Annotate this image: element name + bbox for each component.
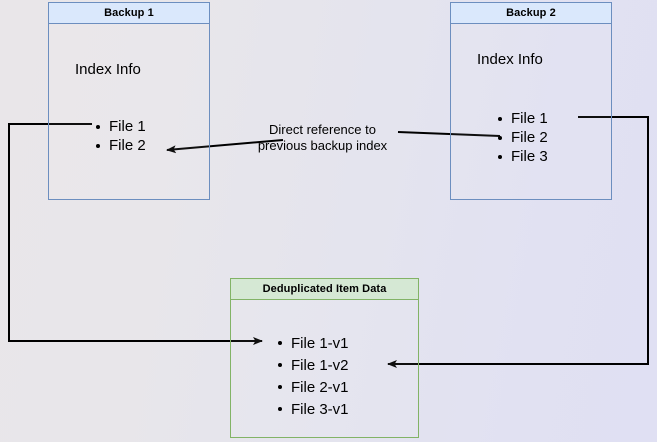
list-item: File 1	[498, 109, 548, 128]
list-item: File 3	[498, 147, 548, 166]
list-item: File 1-v1	[278, 333, 349, 355]
backup2-file-list: File 1 File 2 File 3	[498, 109, 548, 166]
direct-reference-annotation: Direct reference to previous backup inde…	[245, 122, 400, 154]
backup2-index-info-label: Index Info	[477, 51, 543, 68]
list-item: File 3-v1	[278, 399, 349, 421]
list-item: File 2	[96, 136, 146, 155]
dedup-file-list: File 1-v1 File 1-v2 File 2-v1 File 3-v1	[278, 333, 349, 421]
direct-reference-line-2: previous backup index	[257, 138, 388, 153]
list-item: File 2	[498, 128, 548, 147]
list-item: File 1	[96, 117, 146, 136]
backup2-header: Backup 2	[451, 3, 611, 24]
list-item: File 1-v2	[278, 355, 349, 377]
backup1-file-list: File 1 File 2	[96, 117, 146, 155]
backup1-header: Backup 1	[49, 3, 209, 24]
backup1-box[interactable]: Backup 1 Index Info File 1 File 2	[48, 2, 210, 200]
deduplicated-item-data-box[interactable]: Deduplicated Item Data File 1-v1 File 1-…	[230, 278, 419, 438]
list-item: File 2-v1	[278, 377, 349, 399]
dedup-header: Deduplicated Item Data	[231, 279, 418, 300]
backup2-box[interactable]: Backup 2 Index Info File 1 File 2 File 3	[450, 2, 612, 200]
direct-reference-line-1: Direct reference to	[269, 122, 376, 137]
backup1-index-info-label: Index Info	[75, 61, 141, 78]
